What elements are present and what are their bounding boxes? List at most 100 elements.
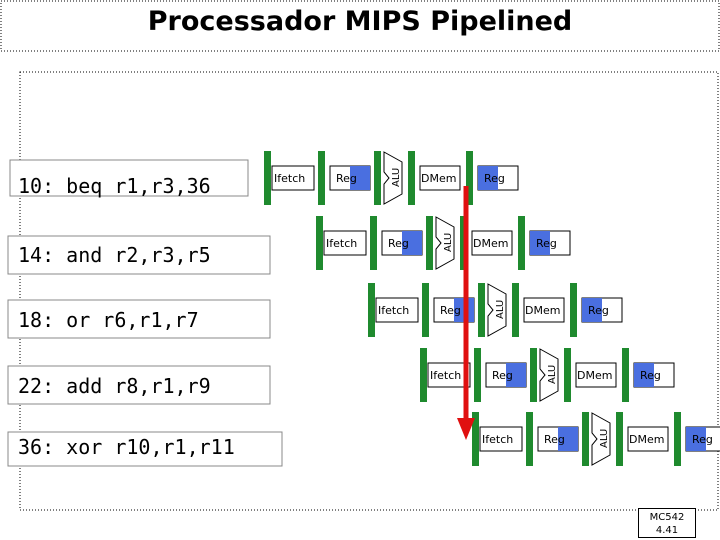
dmem-label: DMem — [577, 369, 612, 382]
instruction-text: 22: add r8,r1,r9 — [18, 374, 211, 398]
pipeline-register — [582, 412, 589, 466]
ifetch-box — [323, 230, 367, 256]
ifetch-label: Ifetch — [326, 237, 357, 250]
reg-label: Reg — [336, 172, 357, 185]
reg-label: Reg — [544, 433, 565, 446]
ifetch-box — [427, 362, 471, 388]
branch-arrow — [457, 186, 475, 440]
reg-write-half — [686, 427, 706, 451]
reg-label: Reg — [640, 369, 661, 382]
alu-label: ALU — [443, 233, 454, 252]
dmem-label: DMem — [421, 172, 456, 185]
reg-label: Reg — [536, 237, 557, 250]
dmem-label: DMem — [473, 237, 508, 250]
pipeline-register — [466, 151, 473, 205]
pipeline-register — [530, 348, 537, 402]
alu-label: ALU — [391, 168, 402, 187]
reg-read-half — [402, 231, 422, 255]
instruction-list: 10: beq r1,r3,36 14: and r2,r3,r5 18: or r… — [7, 159, 283, 467]
content-frame — [19, 71, 719, 511]
instruction-box — [7, 299, 271, 339]
reg-label: Reg — [440, 304, 461, 317]
dmem-label: DMem — [525, 304, 560, 317]
reg-label: Reg — [484, 172, 505, 185]
reg-label: Reg — [492, 369, 513, 382]
alu-shape — [487, 283, 507, 337]
reg-read-half — [350, 166, 370, 190]
pipeline-row: Ifetch Reg ALU DMem Reg — [368, 283, 623, 337]
instruction-text: 14: and r2,r3,r5 — [18, 243, 211, 267]
slide-number-badge: MC542 4.41 — [638, 508, 696, 538]
dmem-box — [523, 297, 565, 323]
alu-shape — [539, 348, 559, 402]
pipeline-row: Ifetch Reg ALU DMem Reg — [264, 151, 519, 205]
instruction-box — [9, 159, 249, 197]
pipeline-register — [408, 151, 415, 205]
reg-label: Reg — [692, 433, 713, 446]
pipeline-register — [616, 412, 623, 466]
reg-read-half — [558, 427, 578, 451]
instruction-text: 36: xor r10,r1,r11 — [18, 435, 235, 459]
ifetch-box — [479, 426, 523, 452]
pipeline-register — [526, 412, 533, 466]
pipeline-register — [316, 216, 323, 270]
reg-label: Reg — [588, 304, 609, 317]
slide-title: Processador MIPS Pipelined — [0, 6, 720, 46]
alu-label: ALU — [599, 429, 610, 448]
reg-write-half — [634, 363, 654, 387]
pipeline-register — [318, 151, 325, 205]
slide-frame — [0, 0, 720, 52]
instruction-box — [7, 365, 271, 405]
pipeline-register — [472, 412, 479, 466]
reg-write-half — [530, 231, 550, 255]
slide-number: 4.41 — [655, 525, 679, 536]
pipeline-register — [420, 348, 427, 402]
dmem-box — [419, 165, 461, 191]
course-code: MC542 — [649, 512, 685, 523]
pipeline-register — [370, 216, 377, 270]
pipeline-register — [674, 412, 681, 466]
ifetch-label: Ifetch — [378, 304, 409, 317]
pipeline-register — [518, 216, 525, 270]
instruction-text: 18: or r6,r1,r7 — [18, 308, 199, 332]
alu-label: ALU — [495, 300, 506, 319]
dmem-box — [627, 426, 669, 452]
slide-title-text: Processador MIPS Pipelined — [147, 6, 573, 37]
instruction-text: 10: beq r1,r3,36 — [18, 174, 211, 198]
pipeline-register — [474, 348, 481, 402]
alu-label: ALU — [547, 365, 558, 384]
pipeline-register — [264, 151, 271, 205]
reg-write-half — [582, 298, 602, 322]
pipeline-register — [570, 283, 577, 337]
reg-write-half — [478, 166, 498, 190]
pipeline-row: Ifetch Reg ALU DMem Reg — [472, 412, 720, 466]
pipeline-register — [374, 151, 381, 205]
instruction-box — [7, 431, 283, 467]
dmem-box — [471, 230, 513, 256]
dmem-box — [575, 362, 617, 388]
pipeline-register — [422, 283, 429, 337]
ifetch-label: Ifetch — [430, 369, 461, 382]
alu-shape — [591, 412, 611, 466]
pipeline-register — [622, 348, 629, 402]
dmem-label: DMem — [629, 433, 664, 446]
reg-read-half — [506, 363, 526, 387]
ifetch-label: Ifetch — [274, 172, 305, 185]
ifetch-label: Ifetch — [482, 433, 513, 446]
alu-shape — [435, 216, 455, 270]
alu-shape — [383, 151, 403, 205]
pipeline-register — [564, 348, 571, 402]
pipeline-row: Ifetch Reg ALU DMem Reg — [420, 348, 675, 402]
reg-label: Reg — [388, 237, 409, 250]
ifetch-box — [375, 297, 419, 323]
ifetch-box — [271, 165, 315, 191]
pipeline-register — [512, 283, 519, 337]
pipeline-row: Ifetch Reg ALU DMem Reg — [316, 216, 571, 270]
pipeline-register — [426, 216, 433, 270]
pipeline-register — [368, 283, 375, 337]
instruction-box — [7, 235, 271, 275]
pipeline-register — [478, 283, 485, 337]
branch-arrow-head — [457, 418, 475, 440]
